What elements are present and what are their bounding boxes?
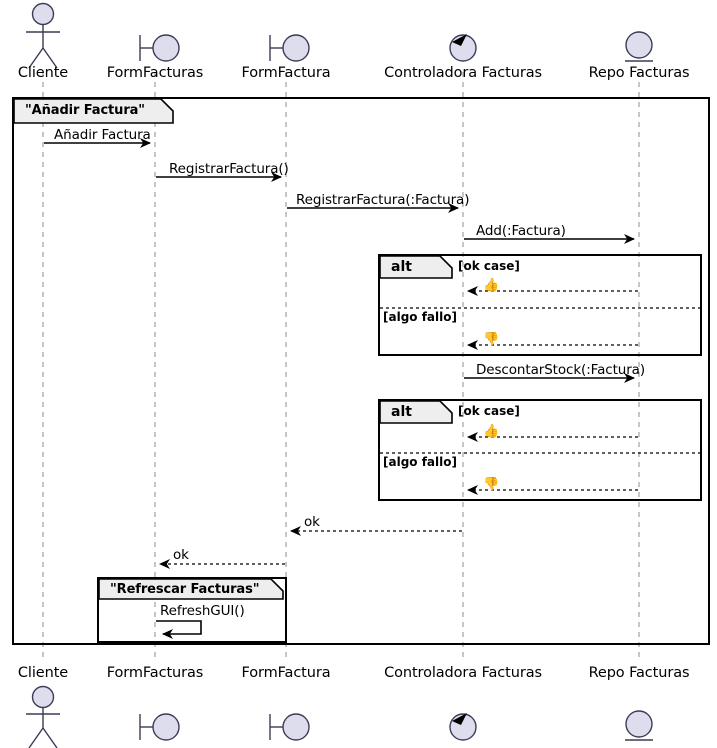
participant-label-formfacturas-top: FormFacturas <box>106 65 204 81</box>
boundary-icon-formfactura-bottom <box>269 713 310 741</box>
participant-label-controladora-bottom: Controladora Facturas <box>384 665 542 681</box>
message-label-registrarfactura-factura: RegistrarFactura(:Factura) <box>296 192 470 208</box>
message-label-alt1-fail-thumbsdown: 👎 <box>483 332 500 347</box>
participant-label-controladora-top: Controladora Facturas <box>384 65 542 81</box>
actor-icon-cliente-bottom <box>26 685 60 748</box>
participant-label-formfacturas-bottom: FormFacturas <box>106 665 204 681</box>
boundary-icon-formfacturas-top <box>139 34 180 62</box>
fragment-guard-alt-1-ok: [ok case] <box>458 259 520 273</box>
message-label-add-factura: Add(:Factura) <box>476 223 566 239</box>
fragment-label-anadir-factura: "Añadir Factura" <box>25 103 145 118</box>
fragment-guard-alt-1-fail: [algo fallo] <box>383 310 457 324</box>
participant-label-formfactura-top: FormFactura <box>241 65 331 81</box>
fragment-keyword-alt-1: alt <box>391 259 412 275</box>
fragment-guard-alt-2-fail: [algo fallo] <box>383 455 457 469</box>
participant-label-cliente-bottom: Cliente <box>17 665 69 681</box>
participant-label-repo-bottom: Repo Facturas <box>588 665 690 681</box>
participant-label-repo-top: Repo Facturas <box>588 65 690 81</box>
participant-label-cliente-top: Cliente <box>17 65 69 81</box>
boundary-icon-formfactura-top <box>269 34 310 62</box>
lifelines <box>42 72 640 662</box>
fragment-alt-1 <box>378 254 702 356</box>
message-label-anadir-factura: Añadir Factura <box>54 127 151 143</box>
actor-icon-cliente-top <box>26 2 60 69</box>
message-label-ok-to-formfacturas: ok <box>173 547 189 563</box>
message-arrows <box>44 138 638 639</box>
message-label-alt1-ok-thumbsup: 👍 <box>483 278 500 293</box>
message-label-alt2-ok-thumbsup: 👍 <box>483 424 500 439</box>
entity-icon-repo-bottom <box>625 710 653 741</box>
participant-label-formfactura-bottom: FormFactura <box>241 665 331 681</box>
message-label-registrarfactura: RegistrarFactura() <box>169 161 289 177</box>
control-icon-controladora-bottom <box>449 713 477 741</box>
control-icon-controladora-top <box>449 34 477 62</box>
fragment-refrescar-facturas <box>97 577 287 643</box>
fragment-guard-alt-2-ok: [ok case] <box>458 404 520 418</box>
message-label-ok-to-formfactura: ok <box>304 514 320 530</box>
fragment-label-refrescar-facturas: "Refrescar Facturas" <box>110 582 260 597</box>
fragment-anadir-factura <box>12 97 710 645</box>
fragment-keyword-alt-2: alt <box>391 404 412 420</box>
entity-icon-repo-top <box>625 31 653 62</box>
message-label-descontarstock: DescontarStock(:Factura) <box>476 362 646 378</box>
message-label-refreshgui: RefreshGUI() <box>160 603 245 619</box>
boundary-icon-formfacturas-bottom <box>139 713 180 741</box>
message-label-alt2-fail-thumbsdown: 👎 <box>483 477 500 492</box>
fragment-alt-2 <box>378 399 702 501</box>
arrow-refreshgui-self <box>156 620 202 639</box>
